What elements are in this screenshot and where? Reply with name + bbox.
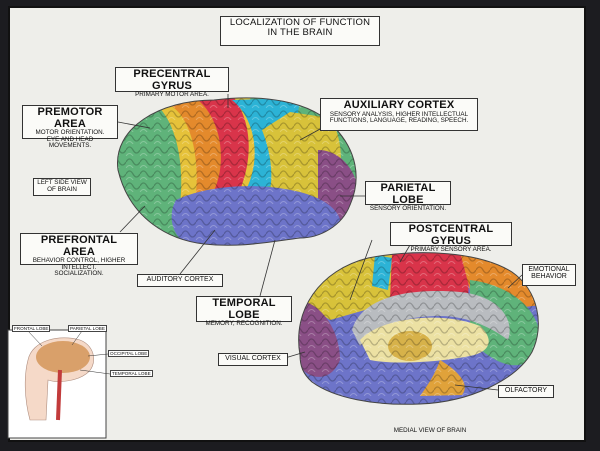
inset-brain <box>36 341 90 373</box>
leader-lines <box>117 94 523 391</box>
lateral-brain <box>117 97 357 246</box>
auditory-cortex-label: AUDITORY CORTEX <box>137 274 223 287</box>
inset-occipital-lobe-label: OCCIPITAL LOBE <box>108 350 150 357</box>
inset-frontal-lobe-label: FRONTAL LOBE <box>12 325 51 332</box>
temporal-lobe-label: TEMPORAL LOBE MEMORY, RECOGNITION. <box>196 296 292 327</box>
auxiliary-cortex-label: AUXILIARY CORTEX SENSORY ANALYSIS, HIGHE… <box>320 98 478 131</box>
parietal-lobe-label: PARIETAL LOBE SENSORY ORIENTATION. <box>365 181 451 212</box>
visual-cortex-label: VISUAL CORTEX <box>218 353 288 366</box>
postcentral-gyrus-label: POSTCENTRAL GYRUS PRIMARY SENSORY AREA. <box>390 222 512 253</box>
inset-spinal-cord <box>56 369 62 421</box>
left-side-view-label: LEFT SIDE VIEW OF BRAIN <box>33 178 91 196</box>
poster-title: LOCALIZATION OF FUNCTION IN THE BRAIN <box>220 16 380 46</box>
medial-view-label: MEDIAL VIEW OF BRAIN <box>393 427 467 434</box>
inset-parietal-lobe-label: PARIETAL LOBE <box>68 325 107 332</box>
inset-temporal-lobe-label: TEMPORAL LOBE <box>110 370 153 377</box>
medial-brain <box>298 252 539 405</box>
precentral-gyrus-label: PRECENTRAL GYRUS PRIMARY MOTOR AREA. <box>115 67 229 98</box>
prefrontal-area-label: PREFRONTAL AREA BEHAVIOR CONTROL, HIGHER… <box>20 233 138 277</box>
emotional-behavior-label: EMOTIONAL BEHAVIOR <box>522 264 576 286</box>
premotor-area-label: PREMOTOR AREA MOTOR ORIENTATION. EYE AND… <box>22 105 118 149</box>
olfactory-label: OLFACTORY <box>498 385 554 398</box>
